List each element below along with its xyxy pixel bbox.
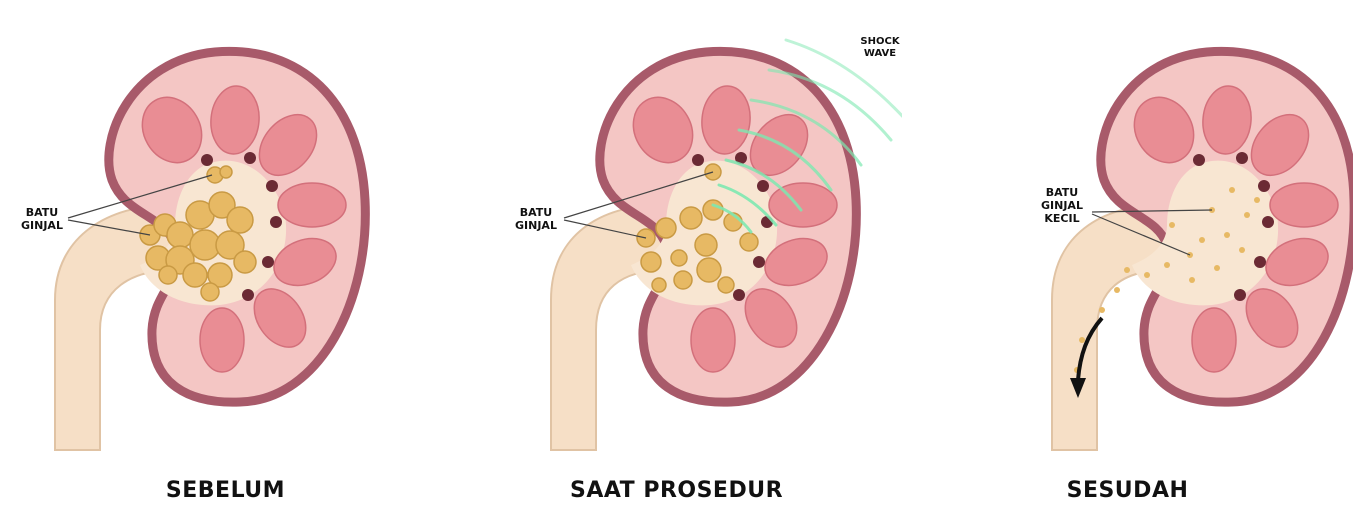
panel-caption: SESUDAH: [902, 478, 1353, 503]
panel-caption: SEBELUM: [0, 478, 451, 503]
pyramid: [1270, 183, 1338, 227]
pyramid: [1192, 308, 1236, 372]
pyramid: [769, 183, 837, 227]
stone-label: BATU GINJAL KECIL: [1032, 186, 1092, 225]
panel-after: BATU GINJAL KECIL SESUDAH: [902, 0, 1353, 507]
kidney-during-illustration: [451, 0, 902, 507]
panel-caption: SAAT PROSEDUR: [451, 478, 902, 503]
pyramid: [691, 308, 735, 372]
stone-label: BATU GINJAL: [506, 206, 566, 232]
kidney-after-illustration: [902, 0, 1353, 507]
panel-during: BATU GINJAL SHOCK WAVE SAAT PROSEDUR: [451, 0, 902, 507]
panel-before: BATU GINJAL SEBELUM: [0, 0, 451, 507]
pyramid: [200, 308, 244, 372]
shock-wave-label: SHOCK WAVE: [859, 36, 901, 60]
pyramid: [278, 183, 346, 227]
stone-label: BATU GINJAL: [12, 206, 72, 232]
kidney-before-illustration: [0, 0, 451, 507]
